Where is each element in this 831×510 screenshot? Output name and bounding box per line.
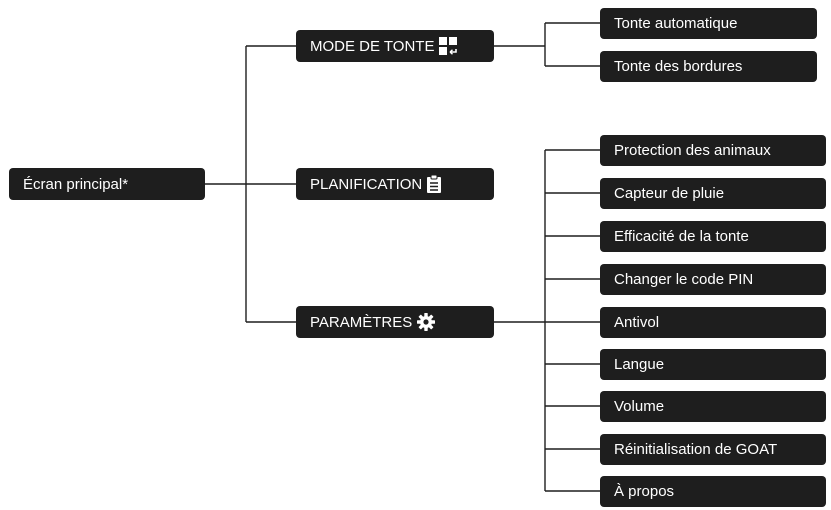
branch-node-label: PARAMÈTRES [310, 313, 413, 331]
clipboard-icon [426, 174, 442, 194]
root-node-main-screen[interactable]: Écran principal* [9, 168, 205, 200]
leaf-node-label: Tonte automatique [614, 15, 738, 32]
leaf-node-about[interactable]: À propos [600, 476, 826, 507]
leaf-node-change-pin[interactable]: Changer le code PIN [600, 264, 826, 295]
gear-icon [416, 312, 436, 332]
leaf-node-label: Volume [614, 398, 665, 415]
leaf-node-rain-sensor[interactable]: Capteur de pluie [600, 178, 826, 209]
leaf-node-label: Langue [614, 356, 665, 373]
leaf-node-volume[interactable]: Volume [600, 391, 826, 422]
branch-node-planning[interactable]: PLANIFICATION [296, 168, 494, 200]
mowing-mode-icon [438, 36, 462, 56]
leaf-node-label: Efficacité de la tonte [614, 228, 749, 245]
leaf-node-reset-goat[interactable]: Réinitialisation de GOAT [600, 434, 826, 465]
leaf-node-label: Changer le code PIN [614, 271, 754, 288]
leaf-node-edge-mowing[interactable]: Tonte des bordures [600, 51, 817, 82]
leaf-node-label: Réinitialisation de GOAT [614, 441, 778, 458]
leaf-node-pet-protection[interactable]: Protection des animaux [600, 135, 826, 166]
leaf-node-automatic-mowing[interactable]: Tonte automatique [600, 8, 817, 39]
branch-node-mowing-mode[interactable]: MODE DE TONTE [296, 30, 494, 62]
leaf-node-label: Antivol [614, 314, 660, 331]
branch-node-label: PLANIFICATION [310, 175, 423, 193]
leaf-node-label: Tonte des bordures [614, 58, 743, 75]
leaf-node-label: Protection des animaux [614, 142, 771, 159]
leaf-node-label: Capteur de pluie [614, 185, 725, 202]
leaf-node-label: À propos [614, 483, 675, 500]
leaf-node-language[interactable]: Langue [600, 349, 826, 380]
leaf-node-mowing-efficiency[interactable]: Efficacité de la tonte [600, 221, 826, 252]
leaf-node-anti-theft[interactable]: Antivol [600, 307, 826, 338]
branch-node-settings[interactable]: PARAMÈTRES [296, 306, 494, 338]
root-node-label: Écran principal* [23, 175, 129, 193]
branch-node-label: MODE DE TONTE [310, 37, 435, 55]
